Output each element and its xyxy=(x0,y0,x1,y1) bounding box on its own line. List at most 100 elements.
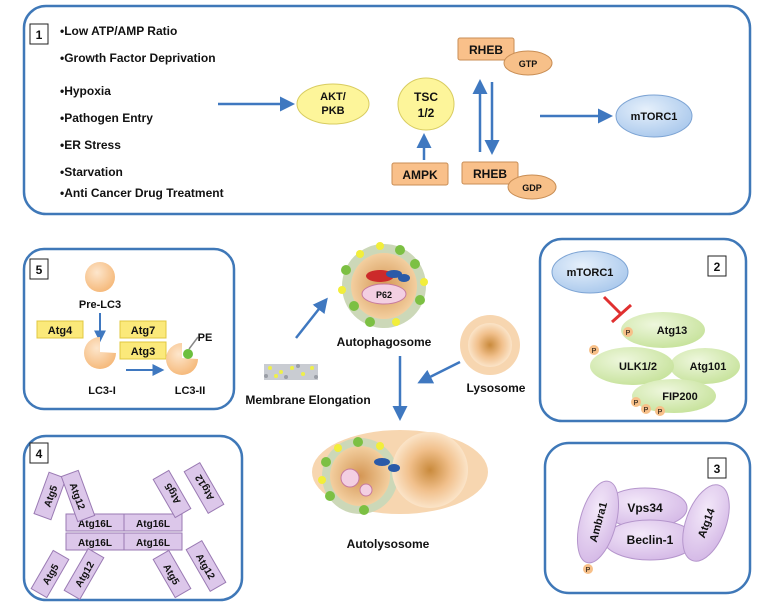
atg4-label: Atg4 xyxy=(48,325,73,337)
stimulus-hypoxia: •Hypoxia xyxy=(60,84,111,98)
atg7-label: Atg7 xyxy=(131,325,155,337)
phospho-fip-1 xyxy=(631,397,641,407)
akt-pkb-node xyxy=(296,83,370,125)
phospho-fip-2-label: P xyxy=(644,407,649,414)
center-process: Membrane Elongation P62 Autophagosome xyxy=(245,242,526,551)
rheb-gdp-node xyxy=(461,161,519,185)
panel-5: 5 Pre-LC3 Atg4 LC3-I Atg7 Atg3 PE LC3-II xyxy=(22,247,236,411)
atg16l-label-tl: Atg16L xyxy=(78,519,112,530)
tsc-label: TSC xyxy=(414,90,438,104)
stimulus-er-stress: •ER Stress xyxy=(60,138,121,152)
panel-2-number-box xyxy=(707,255,727,277)
atg4-box xyxy=(36,320,84,339)
atg3-label: Atg3 xyxy=(131,346,155,358)
beclin1-label: Beclin-1 xyxy=(627,533,674,547)
panel-2: 2 mTORC1 Atg13 Atg101 ULK1/2 FIP200 P P … xyxy=(538,237,748,423)
atg3-box xyxy=(119,341,167,360)
panel-1-number-box xyxy=(29,23,49,45)
autophagosome-shape xyxy=(338,242,428,328)
panel-3-number: 3 xyxy=(714,462,721,476)
panel-2-mtorc1-node xyxy=(551,250,629,294)
atg16l-box-tr xyxy=(123,513,183,532)
lc3-2-shape xyxy=(166,343,198,375)
phospho-fip-3-label: P xyxy=(658,409,663,416)
membrane-elongation-label: Membrane Elongation xyxy=(245,393,370,407)
panel-5-number-box xyxy=(29,258,49,280)
arrow-lysosome-to-autolysosome xyxy=(417,360,461,384)
phospho-ulk-label: P xyxy=(592,348,597,355)
atg7-box xyxy=(119,320,167,339)
atg101-node xyxy=(670,348,740,384)
atg12-box-lr xyxy=(185,540,227,592)
gdp-badge xyxy=(507,174,557,200)
ampk-label: AMPK xyxy=(402,168,438,182)
panel-5-number: 5 xyxy=(36,263,43,277)
gtp-label: GTP xyxy=(519,59,538,69)
ampk-node xyxy=(391,162,449,186)
pkb-label: PKB xyxy=(321,105,344,117)
phospho-ambra1 xyxy=(583,564,593,574)
pre-lc3-label: Pre-LC3 xyxy=(79,299,121,311)
lc3-1-label: LC3-I xyxy=(88,385,116,397)
gtp-badge xyxy=(503,50,553,76)
rheb-gdp-label: RHEB xyxy=(473,167,507,181)
phospho-atg13-label: P xyxy=(626,330,631,337)
atg5-box-lr xyxy=(152,549,192,599)
panel-2-number: 2 xyxy=(714,260,721,274)
vps34-label: Vps34 xyxy=(627,501,663,515)
atg5-box-ll xyxy=(30,549,70,599)
atg16l-label-bl: Atg16L xyxy=(78,538,112,549)
lysosome-label: Lysosome xyxy=(467,381,526,395)
gdp-label: GDP xyxy=(522,183,542,193)
atg13-node xyxy=(621,312,705,348)
membrane-strip xyxy=(264,364,318,380)
lc3-1-shape xyxy=(84,337,116,369)
panel-3: 3 Vps34 Beclin-1 Ambra1 Atg14 P xyxy=(543,441,752,595)
stimulus-starvation: •Starvation xyxy=(60,165,123,179)
atg101-label: Atg101 xyxy=(690,361,727,373)
phospho-fip-2 xyxy=(641,404,651,414)
tsc-node xyxy=(397,77,455,131)
atg16l-label-tr: Atg16L xyxy=(136,519,170,530)
ulk-label: ULK1/2 xyxy=(619,361,657,373)
mtorc1-label: mTORC1 xyxy=(631,111,678,123)
lc3-2-label: LC3-II xyxy=(175,385,206,397)
phospho-ambra1-label: P xyxy=(586,567,591,574)
pe-dot xyxy=(183,349,193,359)
inhibition-mark xyxy=(602,295,633,324)
atg16l-label-br: Atg16L xyxy=(136,538,170,549)
atg13-label: Atg13 xyxy=(657,325,688,337)
mtorc1-node xyxy=(615,94,693,138)
panel-3-number-box xyxy=(707,457,727,479)
stimulus-low-atp: •Low ATP/AMP Ratio xyxy=(60,24,177,38)
stimulus-anticancer: •Anti Cancer Drug Treatment xyxy=(60,186,224,200)
atg5-box-ur xyxy=(152,469,192,519)
panel-4: 4 Atg16L Atg16L Atg16L Atg16L Atg5 Atg12… xyxy=(22,434,244,602)
panel-2-mtorc1-label: mTORC1 xyxy=(567,267,614,279)
panel-4-number: 4 xyxy=(36,447,43,461)
rheb-gtp-node xyxy=(457,37,515,61)
atg16l-box-br xyxy=(123,532,183,551)
arrow-membrane-to-autophagosome xyxy=(295,297,328,339)
autophagosome-label: Autophagosome xyxy=(337,335,432,349)
panel-1: 1 •Low ATP/AMP Ratio •Growth Factor Depr… xyxy=(22,4,752,216)
phospho-fip-3 xyxy=(655,406,665,416)
rheb-gtp-label: RHEB xyxy=(469,43,503,57)
atg12-box-ur xyxy=(183,462,225,514)
akt-label: AKT/ xyxy=(320,91,346,103)
panel-1-number: 1 xyxy=(36,28,43,42)
panel-4-number-box xyxy=(29,442,49,464)
ambra1-node xyxy=(576,480,620,564)
ulk-node xyxy=(590,347,674,385)
atg5-box-ul xyxy=(33,471,67,521)
stimulus-pathogen: •Pathogen Entry xyxy=(60,111,153,125)
p62-label: P62 xyxy=(376,290,392,300)
phospho-ulk xyxy=(589,345,599,355)
autolysosome-label: Autolysosome xyxy=(347,537,430,551)
tsc-number-label: 1/2 xyxy=(418,106,435,120)
fip200-label: FIP200 xyxy=(662,391,697,403)
fip200-node xyxy=(632,379,716,413)
atg12-box-ul xyxy=(60,469,96,523)
lysosome-shape xyxy=(460,315,520,375)
